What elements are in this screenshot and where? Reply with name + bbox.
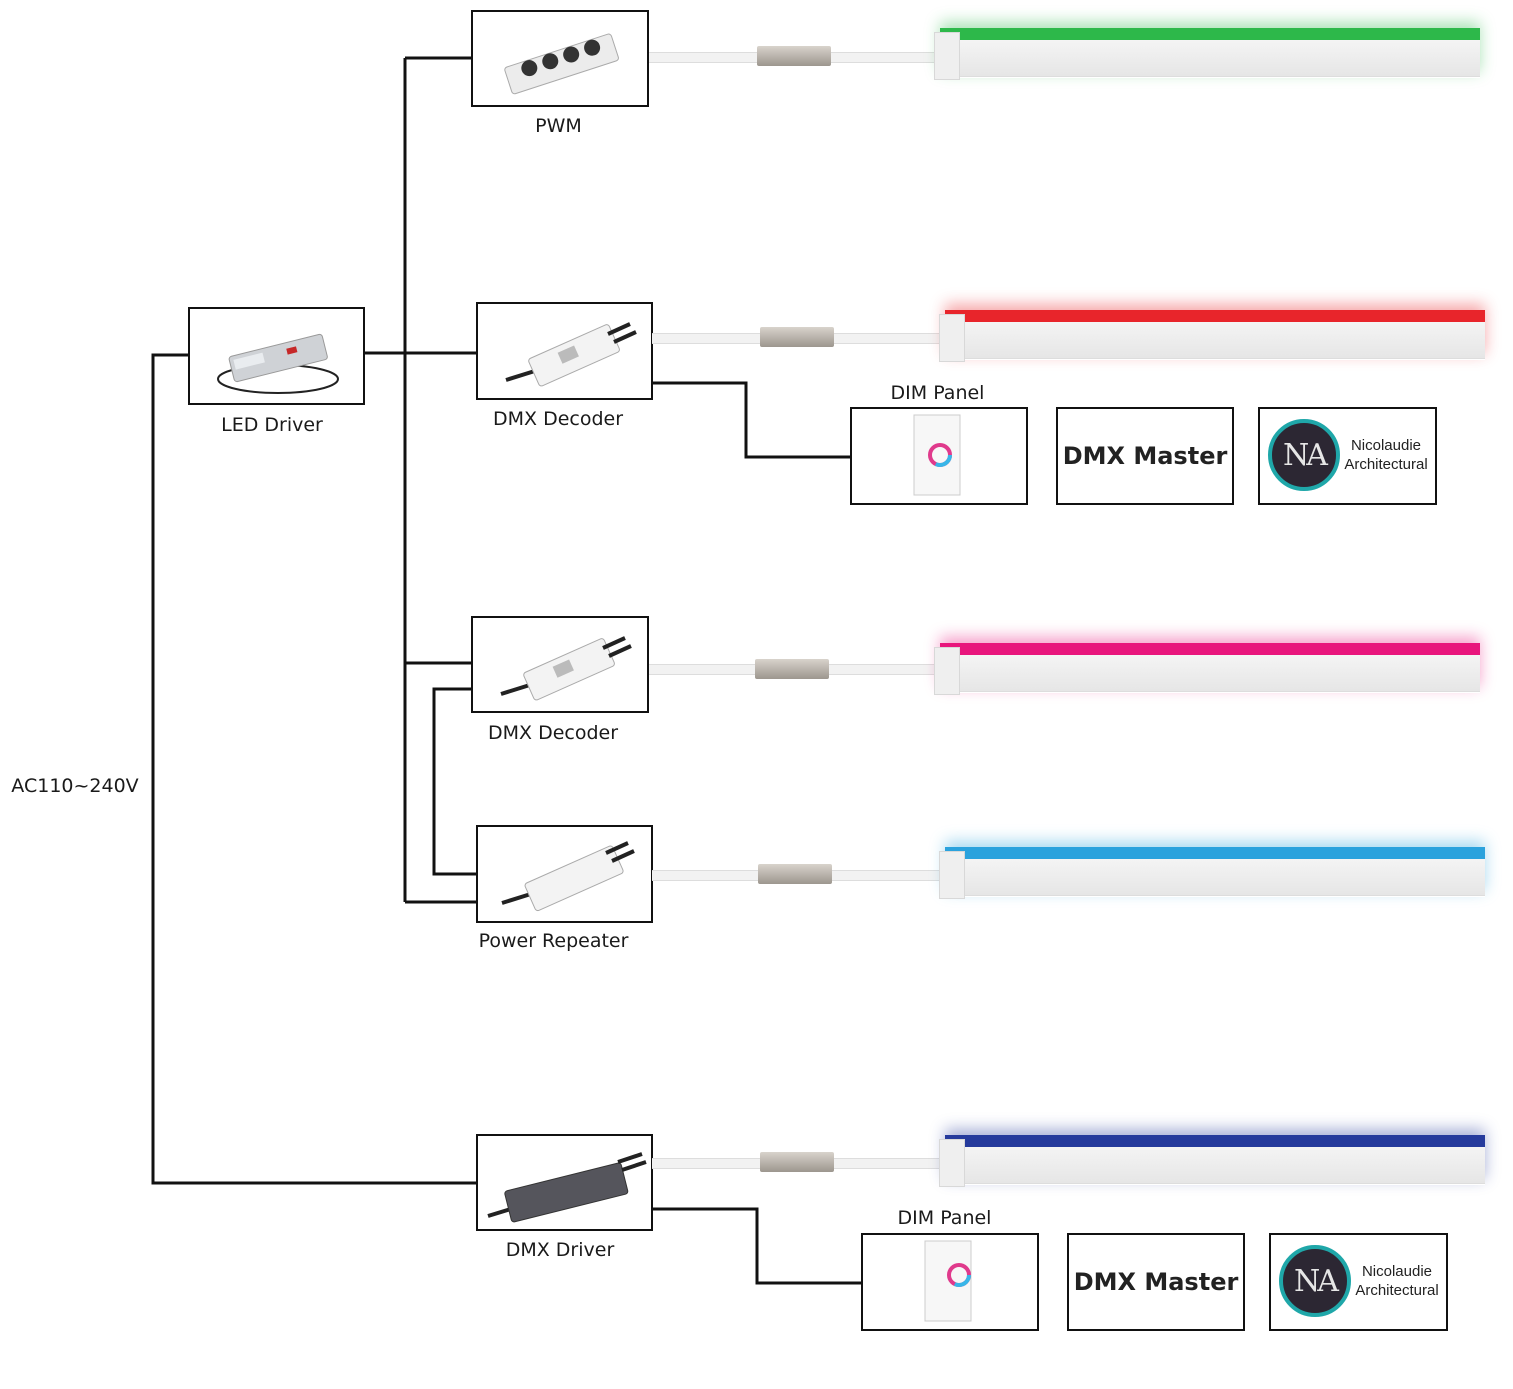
light-bar-green [934, 28, 1480, 80]
power-repeater-box [476, 825, 653, 923]
dim-panel-1-label: DIM Panel [890, 382, 985, 404]
dim-panel-2-label: DIM Panel [897, 1207, 992, 1229]
dmx-decoder-1-icon [505, 322, 637, 387]
pwm-label: PWM [535, 115, 582, 137]
connector-3 [755, 659, 829, 679]
connector-2 [760, 327, 834, 347]
panel1-wire [652, 381, 851, 459]
dim-panel-1-box [850, 407, 1028, 505]
power-repeater-icon [501, 841, 635, 912]
light-bar-blue [939, 847, 1485, 899]
dmx-decoder-2-icon [500, 636, 632, 701]
nicolaudie-logo-2: NA Nicolaudie Architectural [1269, 1233, 1448, 1331]
light-strip-navy [945, 1135, 1485, 1147]
na-monogram-1: NA [1268, 419, 1340, 491]
na-wordmark-1: Nicolaudie Architectural [1344, 437, 1428, 473]
dim-panel-2-icon [924, 1240, 972, 1322]
light-strip-green [940, 28, 1480, 40]
light-strip-red [945, 310, 1485, 322]
led-driver-box [188, 307, 365, 405]
light-bar-magenta [934, 643, 1480, 695]
light-strip-blue [945, 847, 1485, 859]
dim-panel-2-box [861, 1233, 1039, 1331]
nicolaudie-logo-1: NA Nicolaudie Architectural [1258, 407, 1437, 505]
pwm-controller-icon [504, 33, 619, 95]
dmx-driver-box [476, 1134, 653, 1231]
dmx-driver-label: DMX Driver [505, 1239, 615, 1261]
power-repeater-label: Power Repeater [478, 930, 629, 952]
dmx-driver-icon [487, 1152, 647, 1223]
dmx-master-1-box: DMX Master [1056, 407, 1234, 505]
mains-wire [151, 353, 477, 1185]
dmx-decoder-1-box [476, 302, 653, 400]
dmx-decoder-1-label: DMX Decoder [492, 408, 624, 430]
led-driver-icon [217, 333, 339, 394]
light-bar-navy [939, 1135, 1485, 1187]
light-bar-red [939, 310, 1485, 362]
dmx-decoder-2-box [471, 616, 649, 713]
dmx-master-2-box: DMX Master [1067, 1233, 1245, 1331]
signal-link-wire [432, 687, 477, 876]
light-strip-magenta [940, 643, 1480, 655]
dmx-decoder-2-label: DMX Decoder [487, 722, 619, 744]
pwm-controller-box [471, 10, 649, 107]
na-wordmark-2: Nicolaudie Architectural [1355, 1263, 1439, 1299]
connector-4 [758, 864, 832, 884]
led-driver-label: LED Driver [221, 414, 323, 436]
connector-5 [760, 1152, 834, 1172]
na-monogram-2: NA [1279, 1245, 1351, 1317]
panel2-wire [652, 1207, 862, 1285]
dim-panel-1-icon [913, 414, 961, 496]
connector-1 [757, 46, 831, 66]
ac-supply-label: AC110~240V [11, 775, 139, 797]
